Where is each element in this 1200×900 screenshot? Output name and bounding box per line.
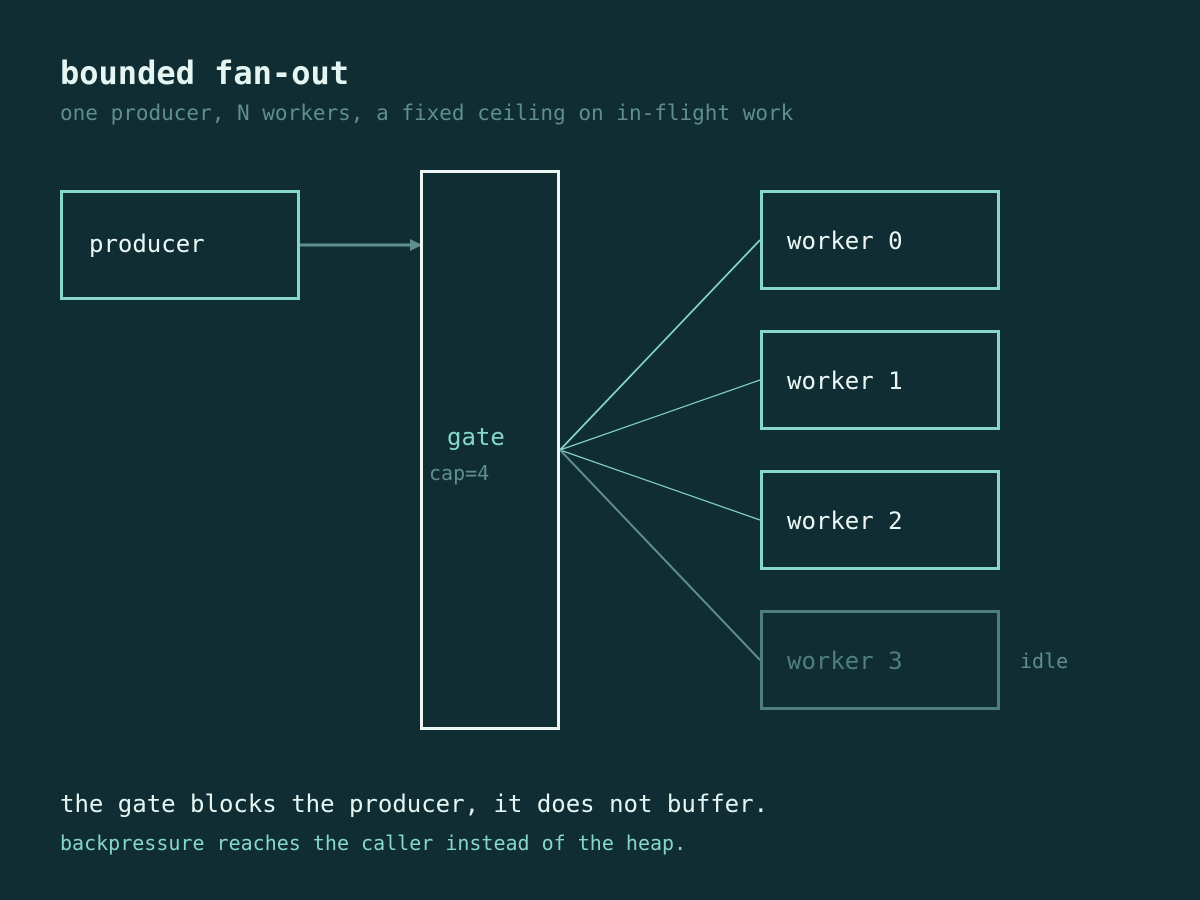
footer-subnote: backpressure reaches the caller instead … (60, 831, 687, 855)
footer-note: the gate blocks the producer, it does no… (60, 790, 769, 818)
producer-node: producer (60, 190, 300, 300)
gate-to-worker-0-edge (559, 239, 761, 451)
gate-label: gate (447, 423, 505, 451)
worker-node-2: worker 2 (760, 470, 1000, 570)
gate-to-worker-1-edge (559, 379, 761, 451)
gate-node: gate cap=4 (420, 170, 560, 730)
producer-label: producer (89, 230, 205, 258)
worker-node-3: worker 3 (760, 610, 1000, 710)
worker-node-0: worker 0 (760, 190, 1000, 290)
gate-to-worker-3-edge (559, 449, 761, 661)
gate-capacity: cap=4 (429, 461, 490, 485)
gate-to-worker-2-edge (559, 449, 761, 521)
worker-3-status: idle (1020, 649, 1069, 673)
worker-label: worker 1 (787, 367, 903, 395)
worker-label: worker 0 (787, 227, 903, 255)
diagram-subtitle: one producer, N workers, a fixed ceiling… (60, 101, 794, 125)
diagram-title: bounded fan-out (60, 54, 349, 92)
worker-label: worker 3 (787, 647, 903, 675)
worker-node-1: worker 1 (760, 330, 1000, 430)
worker-label: worker 2 (787, 507, 903, 535)
